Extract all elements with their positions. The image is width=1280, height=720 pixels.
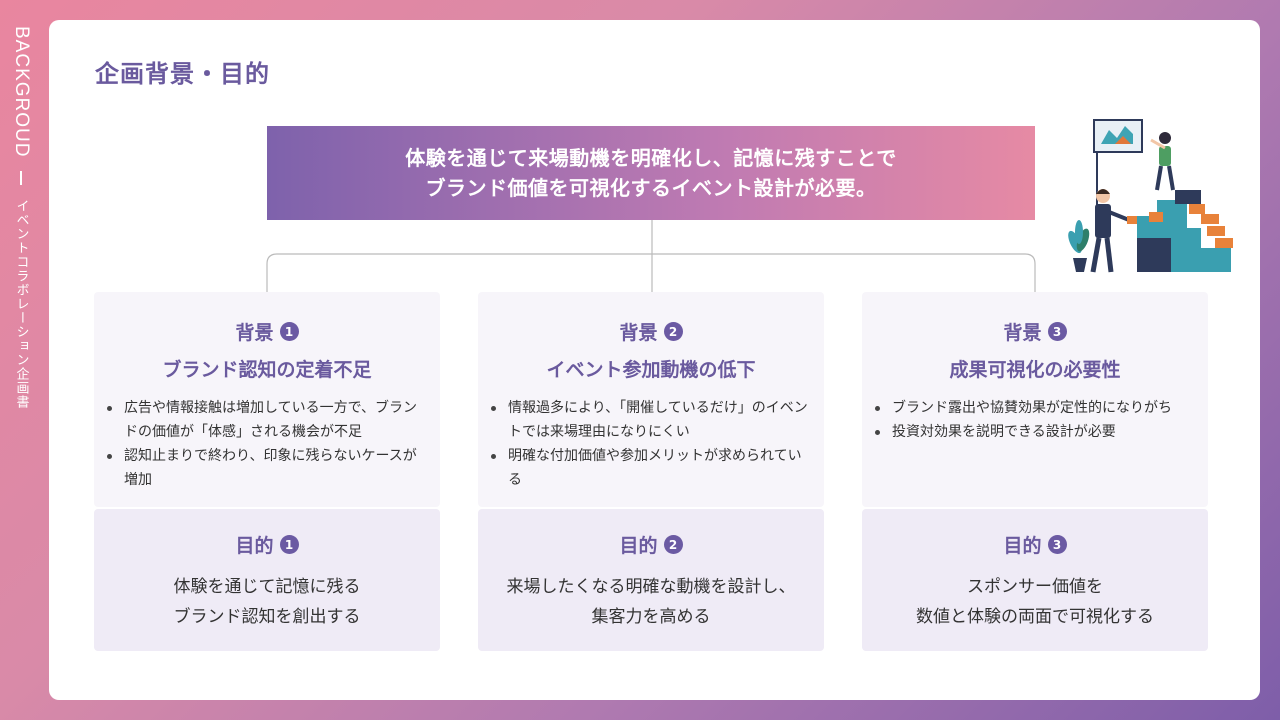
number-badge: 2 (663, 535, 683, 554)
goal-heading: 目的 1 (94, 531, 440, 558)
goal-label: 目的 (235, 535, 274, 557)
column-2: 背景 2 イベント参加動機の低下 情報過多により、「開催しているだけ」のイベント… (478, 292, 824, 651)
background-heading: 背景 1 (94, 318, 440, 345)
summary-line-1: 体験を通じて来場動機を明確化し、記憶に残すことで (405, 146, 897, 170)
goal-box: 目的 3 スポンサー価値を 数値と体験の両面で可視化する (862, 509, 1208, 651)
background-bullets: ブランド露出や協賛効果が定性的になりがち 投資対効果を説明できる設計が必要 (862, 396, 1208, 444)
number-badge: 1 (279, 322, 299, 341)
bullet-item: 認知止まりで終わり、印象に残らないケースが増加 (107, 444, 424, 492)
summary-banner: 体験を通じて来場動機を明確化し、記憶に残すことで ブランド価値を可視化するイベン… (267, 126, 1035, 220)
goal-box: 目的 1 体験を通じて記憶に残る ブランド認知を創出する (94, 509, 440, 651)
sidebar-vertical-label: BACKGROUD イベントコラボレーション企画書 (10, 26, 32, 409)
background-heading: 背景 2 (478, 318, 824, 345)
background-bullets: 情報過多により、「開催しているだけ」のイベントでは来場理由になりにくい 明確な付… (478, 396, 824, 492)
goal-heading: 目的 2 (478, 531, 824, 558)
number-badge: 1 (279, 535, 299, 554)
background-label: 背景 (235, 322, 274, 344)
column-3: 背景 3 成果可視化の必要性 ブランド露出や協賛効果が定性的になりがち 投資対効… (862, 292, 1208, 651)
people-building-blocks-illustration (1068, 119, 1233, 273)
goal-line: スポンサー価値を (967, 577, 1103, 597)
section-label: BACKGROUD (11, 26, 32, 158)
goal-line: ブランド認知を創出する (173, 607, 361, 627)
bullet-item: 投資対効果を説明できる設計が必要 (875, 420, 1192, 444)
background-title: イベント参加動機の低下 (546, 359, 756, 381)
goal-text: 来場したくなる明確な動機を設計し、 集客力を高める (478, 572, 824, 632)
goal-label: 目的 (1003, 535, 1042, 557)
summary-line-2: ブランド価値を可視化するイベント設計が必要。 (425, 176, 877, 200)
goal-label: 目的 (619, 535, 658, 557)
goal-box: 目的 2 来場したくなる明確な動機を設計し、 集客力を高める (478, 509, 824, 651)
background-box: 背景 2 イベント参加動機の低下 情報過多により、「開催しているだけ」のイベント… (478, 292, 824, 507)
slide-card: 企画背景・目的 体験を通じて来場動機を明確化し、記憶に残すことで ブランド価値を… (49, 20, 1260, 700)
goal-line: 体験を通じて記憶に残る (173, 577, 361, 597)
number-badge: 2 (663, 322, 683, 341)
page-title: 企画背景・目的 (95, 60, 270, 88)
background-box: 背景 3 成果可視化の必要性 ブランド露出や協賛効果が定性的になりがち 投資対効… (862, 292, 1208, 507)
goal-text: スポンサー価値を 数値と体験の両面で可視化する (862, 572, 1208, 632)
bullet-item: 明確な付加価値や参加メリットが求められている (491, 444, 808, 492)
document-label: イベントコラボレーション企画書 (13, 199, 29, 410)
bullet-item: ブランド露出や協賛効果が定性的になりがち (875, 396, 1192, 420)
background-heading: 背景 3 (862, 318, 1208, 345)
goal-text: 体験を通じて記憶に残る ブランド認知を創出する (94, 572, 440, 632)
bullet-item: 情報過多により、「開催しているだけ」のイベントでは来場理由になりにくい (491, 396, 808, 444)
goal-line: 集客力を高める (591, 607, 711, 627)
goal-heading: 目的 3 (862, 531, 1208, 558)
background-box: 背景 1 ブランド認知の定着不足 広告や情報接触は増加している一方で、ブランドの… (94, 292, 440, 507)
background-title: 成果可視化の必要性 (949, 359, 1121, 381)
goal-line: 来場したくなる明確な動機を設計し、 (506, 577, 796, 597)
number-badge: 3 (1047, 535, 1067, 554)
column-1: 背景 1 ブランド認知の定着不足 広告や情報接触は増加している一方で、ブランドの… (94, 292, 440, 651)
number-badge: 3 (1047, 322, 1067, 341)
bullet-item: 広告や情報接触は増加している一方で、ブランドの価値が「体感」される機会が不足 (107, 396, 424, 444)
sidebar: BACKGROUD イベントコラボレーション企画書 (0, 0, 48, 720)
separator (20, 171, 22, 186)
goal-line: 数値と体験の両面で可視化する (916, 607, 1154, 627)
background-label: 背景 (1003, 322, 1042, 344)
background-label: 背景 (619, 322, 658, 344)
background-title: ブランド認知の定着不足 (162, 359, 372, 381)
background-bullets: 広告や情報接触は増加している一方で、ブランドの価値が「体感」される機会が不足 認… (94, 396, 440, 492)
